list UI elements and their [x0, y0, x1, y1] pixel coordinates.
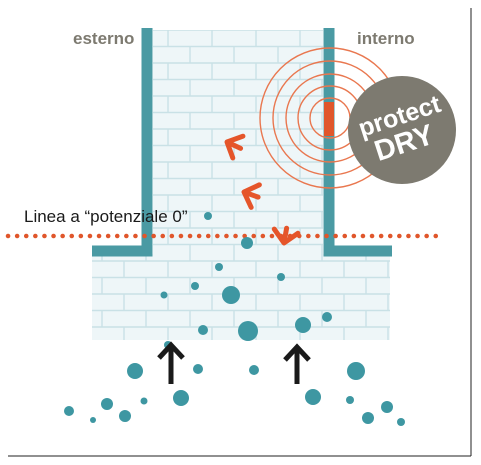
- water-drop: [140, 397, 148, 405]
- water-drop: [238, 321, 258, 341]
- arrow-up-icon: [283, 343, 311, 384]
- label-inside: interno: [357, 29, 415, 48]
- water-drop: [101, 398, 113, 410]
- water-drop: [362, 412, 374, 424]
- protect-dry-badge: protect DRY: [348, 76, 456, 184]
- label-outside: esterno: [73, 29, 134, 48]
- badge-circle: [348, 76, 456, 184]
- capillary-rise-arrows: [157, 341, 311, 384]
- arrow-up-icon: [157, 341, 185, 384]
- water-drop: [322, 312, 332, 322]
- water-drop: [173, 390, 189, 406]
- water-drop: [215, 263, 223, 271]
- water-drop: [346, 396, 354, 404]
- water-drop: [119, 410, 131, 422]
- water-drop: [127, 363, 143, 379]
- arrow-icon: [224, 133, 246, 161]
- water-drop: [64, 406, 74, 416]
- water-drop: [347, 362, 365, 380]
- water-drop: [222, 286, 240, 304]
- label-potential-zero-line: Linea a “potenziale 0”: [24, 207, 188, 226]
- water-drop: [381, 401, 393, 413]
- water-drop: [277, 273, 285, 281]
- water-drop: [191, 282, 199, 290]
- water-drop: [305, 389, 321, 405]
- brick-masonry: [92, 30, 390, 340]
- water-drop: [160, 291, 168, 299]
- water-drop: [204, 212, 212, 220]
- device-icon: [324, 102, 334, 136]
- water-drop: [193, 364, 203, 374]
- water-drop: [397, 418, 405, 426]
- water-drop: [295, 317, 311, 333]
- water-drop: [90, 417, 96, 423]
- arrow-icon: [241, 182, 262, 210]
- arrow-icon: [271, 225, 301, 246]
- moisture-expulsion-arrows: [224, 133, 301, 246]
- water-droplets: [64, 212, 405, 426]
- water-drop: [198, 325, 208, 335]
- water-drop: [241, 237, 253, 249]
- water-drop: [249, 365, 259, 375]
